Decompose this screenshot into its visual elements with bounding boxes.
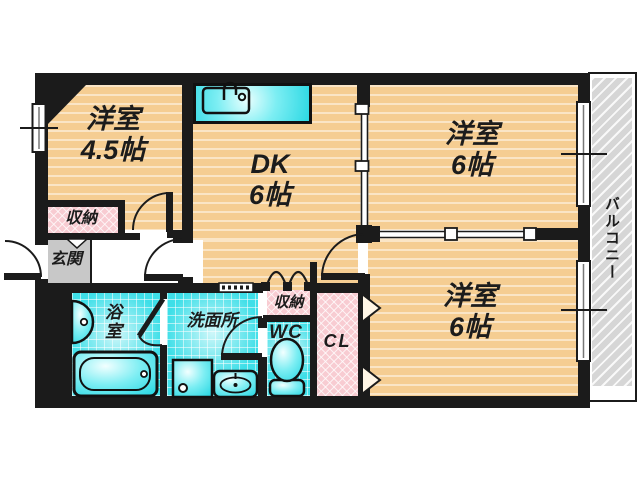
upper-right-window-icon: [561, 101, 607, 207]
toilet-icon: [268, 337, 306, 398]
wall-storage1-right: [118, 200, 125, 240]
wall-storage1-top: [35, 200, 125, 207]
label-balcony: バルコニー: [603, 195, 620, 281]
floor-entrance: [45, 238, 92, 283]
partition-dk-upper-room: [354, 103, 370, 225]
floor-closet-cl: [317, 293, 358, 396]
balcony-hatch: [592, 78, 632, 386]
dk-lower-room-door-icon: [321, 233, 366, 280]
washing-machine-pan-icon: [171, 358, 214, 399]
washroom-vent-icon: [218, 282, 254, 293]
floor-storage-hall: [267, 290, 310, 316]
label-dk: DK 6帖: [200, 149, 340, 211]
wall-left: [35, 73, 48, 408]
entrance-step-icon: [65, 238, 89, 250]
label-closet-cl: CL: [323, 331, 352, 351]
wc-door-icon: [221, 316, 263, 360]
cl-door-triangle-top: [361, 291, 382, 325]
room-name: 洋室: [443, 281, 497, 311]
label-bath: 浴室: [102, 303, 121, 341]
label-washroom: 洗面所: [186, 311, 238, 330]
room-size: 6帖: [448, 312, 492, 343]
wall-bath-wash-a: [160, 293, 167, 299]
kitchen-sink-icon: [201, 81, 251, 115]
wall-wc-cl: [310, 262, 317, 398]
room-name: 洋室: [445, 119, 499, 149]
room-size: 4.5帖: [80, 135, 146, 166]
bathtub-icon: [72, 350, 159, 398]
wall-wet-north: [45, 283, 263, 293]
bath-door-icon: [136, 297, 166, 347]
bath-basin-icon: [70, 299, 95, 345]
wall-storage1-bottom: [35, 233, 140, 240]
label-storage-bedroom: 収納: [64, 210, 97, 227]
entrance-hall-divider: [90, 240, 92, 283]
lower-right-window-icon: [561, 260, 607, 362]
wall-wash-wc-b: [258, 357, 267, 398]
wall-storage2-wc: [263, 315, 312, 322]
kitchen-counter: [193, 83, 312, 124]
room-name: DK: [250, 149, 290, 179]
wall-west45-dk: [182, 85, 193, 233]
wall-cl-top: [310, 283, 367, 293]
label-entrance: 玄関: [49, 251, 82, 268]
hall-dk-door-icon: [144, 238, 184, 281]
floor-dk-lower: [203, 240, 358, 290]
wall-bath-wash-b: [160, 345, 167, 398]
entrance-door-icon: [4, 240, 42, 280]
wall-upper-room-south: [533, 228, 578, 240]
label-storage-hall: 収納: [273, 294, 304, 311]
wall-bath-shaft: [48, 293, 72, 396]
wall-partition-stub-top: [357, 85, 370, 107]
room-size: 6帖: [450, 150, 494, 181]
wash-basin-icon: [212, 369, 259, 399]
doorway-hall-dk: [178, 243, 192, 277]
wall-bottom: [35, 396, 590, 408]
label-west-room-6-lower: 洋室 6帖: [400, 281, 540, 343]
storage-folding-door-icon: [261, 270, 313, 291]
cl-door-triangle-bottom: [361, 363, 382, 397]
left-window-icon: [20, 103, 58, 153]
wall-top: [35, 73, 590, 85]
front-door-opening: [34, 245, 48, 279]
corner-chamfer: [48, 85, 86, 124]
room-size: 6帖: [248, 180, 292, 211]
west45-door-icon: [132, 192, 173, 232]
label-west-room-45: 洋室 4.5帖: [43, 104, 183, 166]
floor-storage-bedroom: [45, 207, 118, 233]
room-name: 洋室: [86, 104, 140, 134]
label-west-room-6-upper: 洋室 6帖: [402, 119, 542, 181]
floor-west-room-6-lower: [368, 240, 578, 396]
partition-dk-lower-room: [372, 226, 537, 242]
label-wc: WC: [269, 322, 303, 343]
wall-wash-wc-a: [258, 318, 267, 328]
